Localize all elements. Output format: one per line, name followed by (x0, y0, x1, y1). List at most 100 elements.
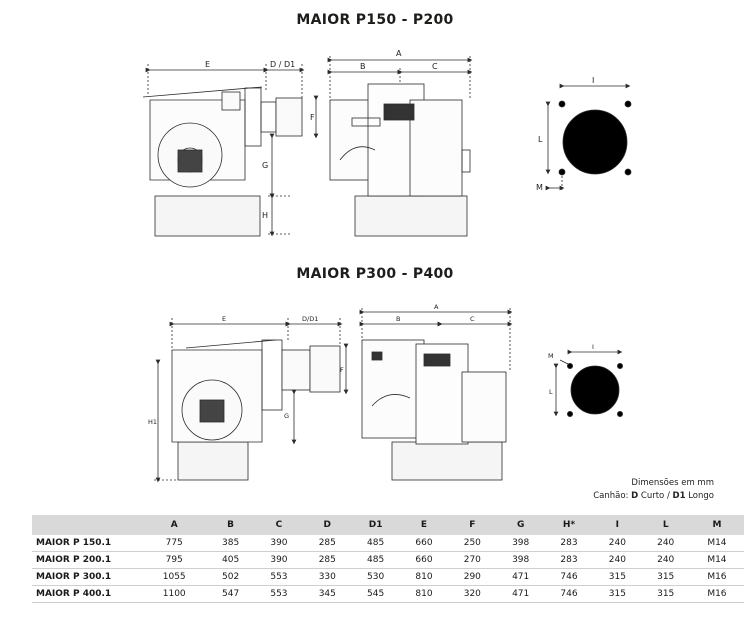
side-view-bottom (154, 318, 349, 483)
table-header-cell (32, 515, 142, 535)
table-header-cell: C (254, 515, 304, 535)
table-header-cell: I (593, 515, 642, 535)
table-cell: 660 (399, 551, 449, 569)
flange-pattern-bottom (553, 349, 624, 417)
table-cell: 290 (448, 568, 497, 586)
table-header-cell: G (496, 515, 545, 535)
technical-drawings: E D / D1 F G H A B C I L M E D/D1 F G H1… (142, 49, 632, 483)
table-cell: 285 (303, 535, 352, 552)
table-cell: 398 (496, 551, 545, 569)
table-cell: 485 (351, 551, 400, 569)
table-header-cell: L (641, 515, 690, 535)
canhao-prefix: Canhão: (593, 491, 632, 501)
canhao-d-label: D (631, 491, 639, 501)
dim-label-l-bottom: L (549, 388, 553, 396)
dim-label-d-d1-bottom: D/D1 (302, 315, 318, 323)
dim-label-i: I (592, 76, 594, 85)
dim-label-e: E (205, 60, 210, 69)
dim-label-b-bottom: B (396, 315, 400, 323)
table-cell: 315 (593, 568, 642, 586)
table-cell: 283 (544, 535, 594, 552)
dim-label-l: L (538, 135, 543, 144)
dim-label-f: F (310, 113, 315, 122)
table-cell: 471 (496, 585, 545, 603)
table-cell: 810 (399, 568, 449, 586)
table-header-cell: H* (544, 515, 594, 535)
table-cell: M14 (689, 535, 744, 552)
title-top: MAIOR P150 - P200 (296, 12, 454, 28)
table-cell: M14 (689, 551, 744, 569)
table-cell-model: MAIOR P 400.1 (32, 585, 142, 603)
table-cell: 530 (351, 568, 400, 586)
table-cell: 660 (399, 535, 449, 552)
canhao-d1-label: D1 (672, 491, 686, 501)
dim-label-b: B (360, 62, 366, 71)
dim-label-d-d1: D / D1 (270, 60, 295, 69)
dim-label-a: A (396, 49, 402, 58)
canhao-d1-text: Longo (685, 491, 714, 501)
table-cell: 385 (206, 535, 255, 552)
dim-label-h1: H1 (148, 418, 157, 426)
table-header-cell: E (399, 515, 449, 535)
table-cell: 315 (641, 585, 690, 603)
dim-label-g: G (262, 161, 268, 170)
table-cell: 390 (254, 535, 304, 552)
table-cell: 330 (303, 568, 352, 586)
dim-label-a-bottom: A (434, 303, 439, 311)
table-cell-model: MAIOR P 200.1 (32, 551, 142, 569)
table-cell: 250 (448, 535, 497, 552)
table-cell: M16 (689, 568, 744, 586)
table-row: MAIOR P 400.1 1100 547 553 345 545 810 3… (32, 585, 744, 603)
table-header-cell: F (448, 515, 497, 535)
table-cell-model: MAIOR P 300.1 (32, 568, 142, 586)
table-cell: 398 (496, 535, 545, 552)
table-cell: 285 (303, 551, 352, 569)
front-view-bottom (359, 308, 513, 481)
table-cell: 315 (593, 585, 642, 603)
table-cell: 283 (544, 551, 594, 569)
dim-label-c: C (432, 62, 438, 71)
dim-label-m: M (536, 183, 543, 192)
dim-label-g-bottom: G (284, 412, 289, 420)
table-row: MAIOR P 300.1 1055 502 553 330 530 810 2… (32, 568, 744, 586)
table-cell: 1100 (142, 585, 207, 603)
table-cell: 553 (254, 585, 304, 603)
units-note: Dimensões em mm (631, 478, 714, 488)
flange-pattern-top (545, 83, 632, 192)
dim-label-h: H (262, 211, 268, 220)
table-cell: 270 (448, 551, 497, 569)
table-cell: 485 (351, 535, 400, 552)
table-cell: 240 (641, 535, 690, 552)
side-view-top (142, 64, 319, 237)
title-bottom: MAIOR P300 - P400 (296, 266, 454, 282)
table-cell: 502 (206, 568, 255, 586)
front-view-top (327, 56, 473, 237)
dim-label-i-bottom: I (592, 343, 594, 351)
table-cell: 775 (142, 535, 207, 552)
table-cell-model: MAIOR P 150.1 (32, 535, 142, 552)
canhao-d-text: Curto / (638, 491, 673, 501)
table-header-cell: B (206, 515, 255, 535)
table-cell: 405 (206, 551, 255, 569)
table-cell: 240 (641, 551, 690, 569)
table-cell: 795 (142, 551, 207, 569)
table-cell: 746 (544, 585, 594, 603)
canhao-note: Canhão: D Curto / D1 Longo (593, 491, 714, 501)
table-header-cell: A (142, 515, 207, 535)
table-cell: 547 (206, 585, 255, 603)
table-header-cell: D1 (351, 515, 400, 535)
table-header-row: A B C D D1 E F G H* I L M (32, 515, 744, 535)
table-cell: 315 (641, 568, 690, 586)
table-row: MAIOR P 150.1 775 385 390 285 485 660 25… (32, 535, 744, 552)
table-cell: 345 (303, 585, 352, 603)
dim-label-c-bottom: C (470, 315, 475, 323)
table-cell: M16 (689, 585, 744, 603)
table-cell: 545 (351, 585, 400, 603)
table-cell: 810 (399, 585, 449, 603)
table-cell: 1055 (142, 568, 207, 586)
dimensions-table: A B C D D1 E F G H* I L M MAIOR P 150.1 … (32, 515, 744, 603)
table-cell: 746 (544, 568, 594, 586)
dim-label-e-bottom: E (222, 315, 226, 323)
table-header-cell: D (303, 515, 352, 535)
dim-label-f-bottom: F (340, 366, 344, 374)
